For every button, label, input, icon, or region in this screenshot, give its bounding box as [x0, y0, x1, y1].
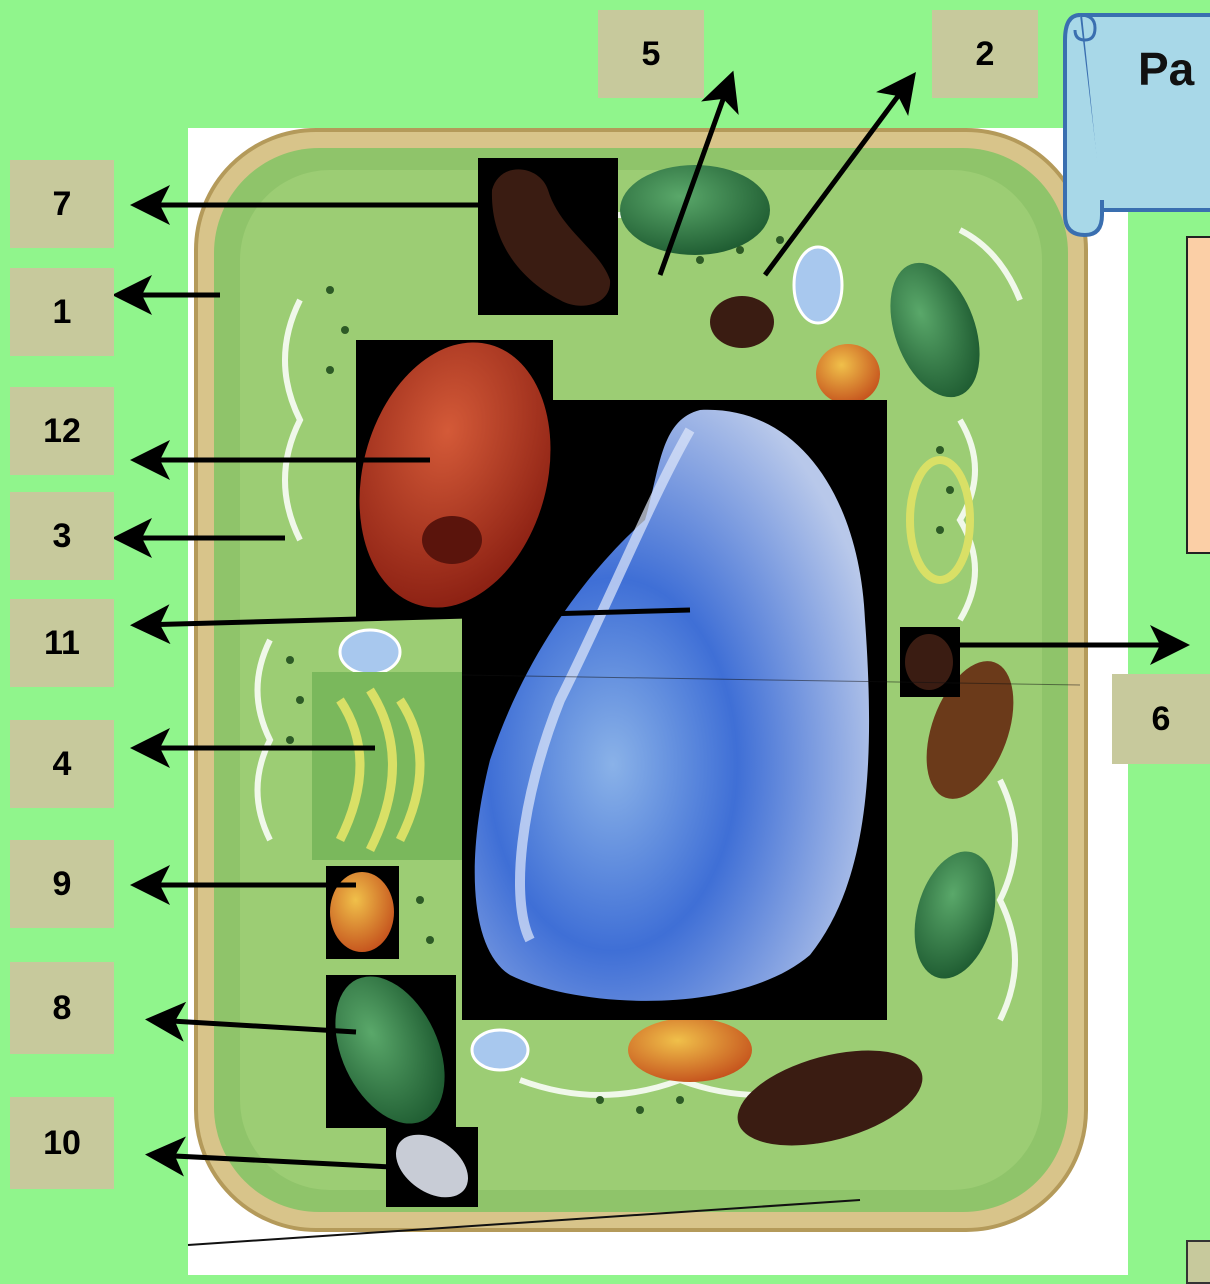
plastid-orange-top — [816, 344, 880, 404]
golgi-apparatus — [312, 672, 462, 860]
bottom-box — [1186, 1240, 1210, 1284]
label-1: 1 — [10, 268, 114, 356]
scroll-title: Pa — [1138, 42, 1194, 96]
label-6: 6 — [1112, 674, 1210, 764]
vesicle-bottom — [472, 1030, 528, 1070]
label-9: 9 — [10, 840, 114, 928]
label-3: 3 — [10, 492, 114, 580]
organelle-6 — [905, 634, 953, 690]
nucleolus — [422, 516, 482, 564]
label-7: 7 — [10, 160, 114, 248]
label-12: 12 — [10, 387, 114, 475]
label-11: 11 — [10, 599, 114, 687]
label-2: 2 — [932, 10, 1038, 98]
vesicle-left — [340, 630, 400, 674]
plastid-orange-bottom — [628, 1018, 752, 1082]
info-box — [1186, 236, 1210, 554]
label-5: 5 — [598, 10, 704, 98]
label-4: 4 — [10, 720, 114, 808]
mitochondrion-small — [710, 296, 774, 348]
label-10: 10 — [10, 1097, 114, 1189]
label-8: 8 — [10, 962, 114, 1054]
vesicle-top — [794, 247, 842, 323]
